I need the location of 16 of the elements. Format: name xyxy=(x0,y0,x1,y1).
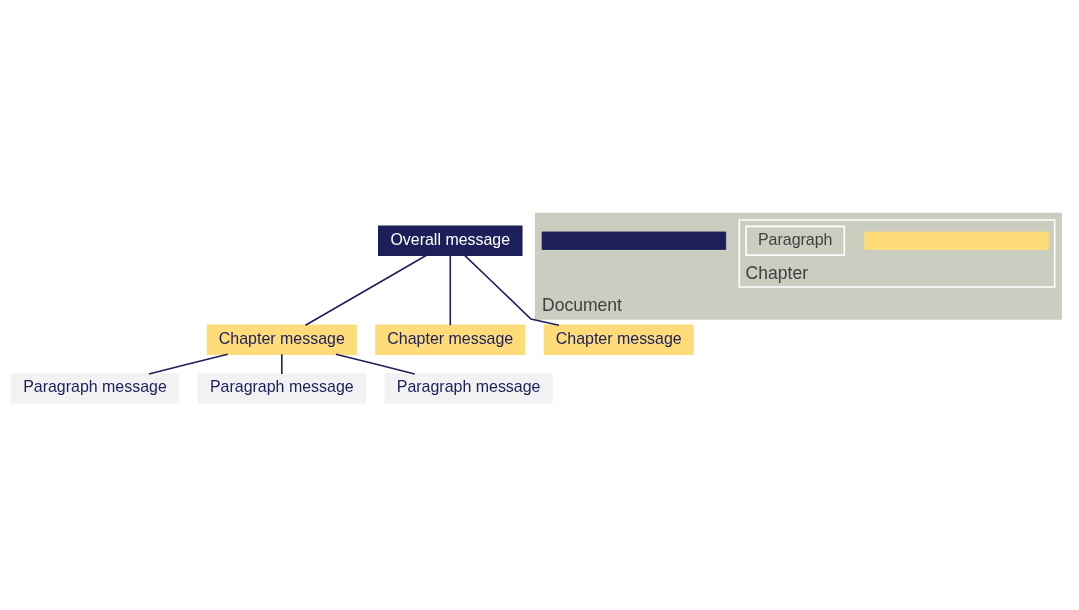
connector xyxy=(148,353,229,375)
connector xyxy=(449,254,452,327)
node-box: Chapter message xyxy=(375,324,526,355)
node-bar xyxy=(864,231,1049,250)
node-bar xyxy=(541,231,727,250)
connector xyxy=(281,353,283,375)
node-box: Paragraph xyxy=(745,225,846,256)
node-box: Chapter message xyxy=(543,324,694,355)
connector xyxy=(463,254,560,327)
node-box: Paragraph message xyxy=(384,373,553,404)
node-box: Paragraph message xyxy=(10,373,180,404)
node-box: Overall message xyxy=(378,225,523,256)
connector xyxy=(335,353,416,375)
node-box: Paragraph message xyxy=(197,373,367,404)
node-box: Chapter message xyxy=(206,324,357,355)
connector xyxy=(304,254,428,327)
